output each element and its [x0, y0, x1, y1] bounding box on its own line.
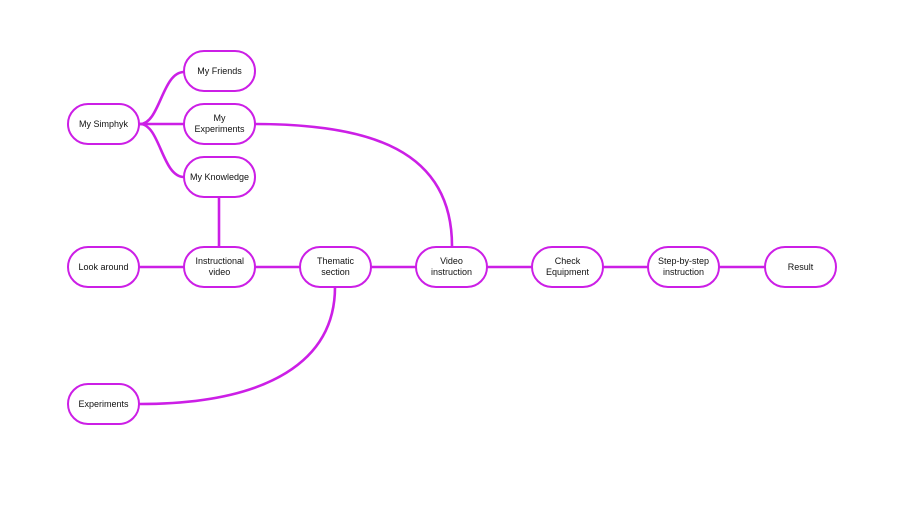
- node-my-knowledge[interactable]: My Knowledge: [183, 156, 256, 198]
- node-check-equipment[interactable]: Check Equipment: [531, 246, 604, 288]
- link-my-simphyk-my-knowledge: [138, 122, 186, 179]
- node-label: Result: [787, 261, 814, 272]
- link-thematic-section-experiments: [137, 285, 337, 406]
- node-label: Instructional video: [195, 256, 245, 277]
- node-my-experiments[interactable]: My Experiments: [183, 103, 256, 145]
- node-step-by-step-instruction[interactable]: Step-by-step instruction: [647, 246, 720, 288]
- node-label: My Knowledge: [189, 171, 250, 182]
- node-label: Experiments: [78, 398, 129, 409]
- link-my-simphyk-my-friends: [138, 70, 186, 126]
- node-result[interactable]: Result: [764, 246, 837, 288]
- node-experiments[interactable]: Experiments: [67, 383, 140, 425]
- node-label: My Simphyk: [78, 118, 128, 129]
- node-instructional-video[interactable]: Instructional video: [183, 246, 256, 288]
- node-label: My Friends: [197, 65, 242, 76]
- node-thematic-section[interactable]: Thematic section: [299, 246, 372, 288]
- node-look-around[interactable]: Look around: [67, 246, 140, 288]
- node-label: Thematic section: [316, 256, 354, 277]
- node-label: My Experiments: [194, 113, 245, 134]
- node-label: Step-by-step instruction: [657, 256, 710, 277]
- link-my-experiments-video-instruction: [253, 122, 454, 248]
- node-my-simphyk[interactable]: My Simphyk: [67, 103, 140, 145]
- node-label: Check Equipment: [545, 256, 590, 277]
- node-my-friends[interactable]: My Friends: [183, 50, 256, 92]
- node-label: Look around: [78, 261, 129, 272]
- node-label: Video instruction: [430, 256, 473, 277]
- node-video-instruction[interactable]: Video instruction: [415, 246, 488, 288]
